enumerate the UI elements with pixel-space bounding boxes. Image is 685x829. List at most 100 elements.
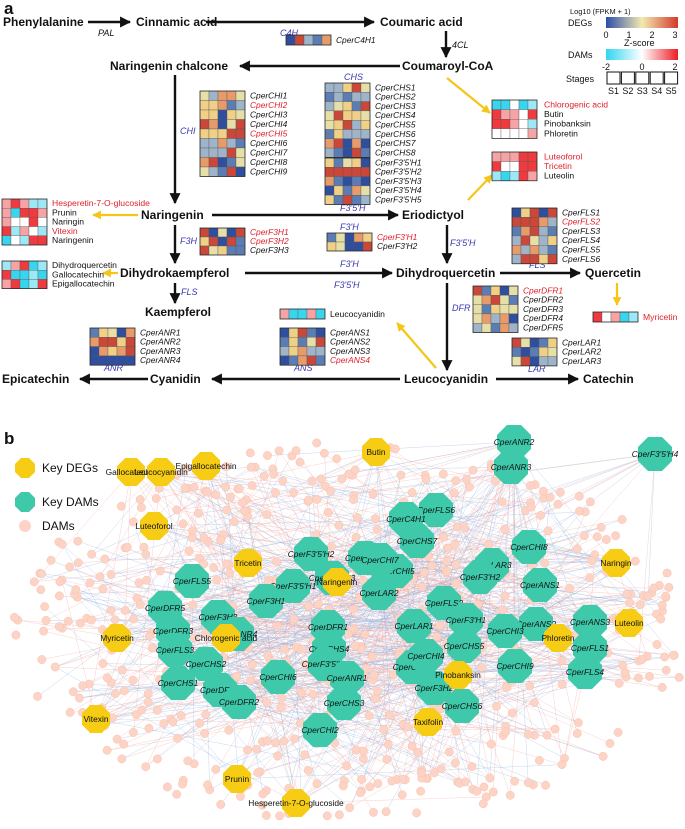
heatmap-cell <box>297 327 308 338</box>
heatmap-cell <box>508 285 519 296</box>
heatmap-cell <box>538 226 549 237</box>
heatmap-cell <box>28 270 39 280</box>
heatmap-cell <box>527 161 538 172</box>
heatmap-cell <box>538 217 549 227</box>
dam-node <box>188 600 198 610</box>
metabolite-node-shape <box>444 661 472 689</box>
network-edge <box>61 579 97 720</box>
network-edge <box>349 671 586 808</box>
heatmap-cell <box>472 295 483 305</box>
compound-catechin: Catechin <box>583 372 634 386</box>
network-edge <box>228 655 427 731</box>
dam-node <box>419 568 429 577</box>
gene-node-shape <box>158 633 192 667</box>
dam-node <box>308 690 318 699</box>
heatmap-cell <box>490 323 501 333</box>
enzyme-f35h-a: F3'5'H <box>340 203 366 213</box>
dam-node <box>37 569 46 579</box>
enzyme-fls-a: FLS <box>529 260 546 270</box>
heatmap-cell <box>297 337 308 347</box>
gene-node-label: CperCHS1 <box>158 678 199 688</box>
heatmap-cell <box>472 285 483 296</box>
compound-kaempferol: Kaempferol <box>145 305 211 319</box>
gene-node-label: CperF3'5'H2 <box>288 549 335 559</box>
metabolite-node-label: Luteoforol <box>135 521 172 531</box>
heatmap-cell <box>19 208 30 218</box>
gene-label-cperchs6: CperCHS6 <box>375 129 416 139</box>
dam-node <box>398 774 407 784</box>
gene-node-cperans1: CperANS1 <box>520 568 560 602</box>
heatmap-cell <box>500 119 511 129</box>
dam-node <box>553 499 563 509</box>
metabolite-label-prunin: Prunin <box>52 207 77 217</box>
network-edge <box>111 518 407 575</box>
heatmap-cell <box>527 119 538 129</box>
heatmap-cell <box>481 285 492 296</box>
dam-node <box>33 692 42 701</box>
dam-node <box>452 522 462 532</box>
metabolite-node-shape <box>192 452 220 480</box>
dam-node <box>413 747 422 757</box>
network-panel: b CperANR2CperANR3CperF3'5'H4CperFLS6Cpe… <box>4 425 684 821</box>
heatmap-cell <box>226 119 237 130</box>
yellow-arrow-luteoforol <box>467 174 493 201</box>
network-edge <box>99 576 297 804</box>
heatmap-cell <box>324 147 335 158</box>
gene-label-cperchs2: CperCHS2 <box>375 92 416 102</box>
gene-label-cperchi5: CperCHI5 <box>250 128 288 138</box>
heatmap-cell <box>547 347 558 357</box>
network-edge <box>87 471 132 717</box>
heatmap-cell <box>288 327 299 338</box>
dam-node <box>416 786 425 796</box>
dam-node <box>344 469 354 479</box>
dam-node <box>486 739 496 749</box>
gene-node-label: CperCHI7 <box>361 555 399 565</box>
gene-node-shape <box>568 655 602 689</box>
heatmap-cell <box>326 241 337 252</box>
metabolite-node-label: Naringin <box>600 558 632 568</box>
heatmap-cell <box>490 304 501 315</box>
dam-node <box>259 471 269 481</box>
heatmap-cell <box>518 109 529 120</box>
dam-node <box>557 760 567 769</box>
network-edge <box>476 564 493 792</box>
metabolite-node-label: Taxifolin <box>413 717 444 727</box>
heatmap-cell <box>500 128 511 139</box>
heatmap-cell <box>499 323 510 333</box>
heatmap-cell <box>1 260 12 271</box>
dam-node <box>275 811 285 821</box>
heatmap-cell <box>360 138 371 149</box>
dam-node <box>345 803 354 813</box>
dam-node <box>303 601 313 611</box>
heatmap-cell <box>324 82 335 93</box>
dam-node <box>270 488 280 497</box>
heatmap-cell <box>333 176 344 187</box>
heatmap-cell <box>288 346 299 357</box>
dam-node <box>451 476 461 485</box>
dam-node <box>334 810 344 820</box>
heatmap-cell <box>342 185 353 196</box>
metabolite-node-gallocatechin: Gallocatechin <box>106 458 157 486</box>
network-edge <box>74 593 238 780</box>
stage-box <box>635 71 650 85</box>
dam-node <box>617 515 627 524</box>
heatmap-cell <box>351 82 362 93</box>
heatmap-cell <box>520 337 531 348</box>
gene-node-cperfls4: CperFLS4 <box>566 655 604 689</box>
heatmap-cell <box>351 157 362 168</box>
heatmap-cell <box>333 82 344 93</box>
heatmap-cell <box>235 236 246 247</box>
dam-node <box>358 575 368 585</box>
heatmap-cell <box>508 323 519 333</box>
dam-node <box>436 764 446 774</box>
gene-node-cperchi4: CperCHI4 <box>407 639 445 673</box>
gene-label-cperf3-h1: CperF3'H1 <box>377 232 417 242</box>
heatmap-border <box>279 308 326 320</box>
gene-label-cperf3-5-h5: CperF3'5'H5 <box>375 194 422 204</box>
gene-node-cperdfr2: CperDFR2 <box>219 685 259 719</box>
heatmap-border <box>1 260 48 289</box>
gene-node-label: CperF3H1 <box>247 596 286 606</box>
gene-node-cperans3: CperANS3 <box>570 605 610 639</box>
heatmap-cell <box>199 147 210 158</box>
